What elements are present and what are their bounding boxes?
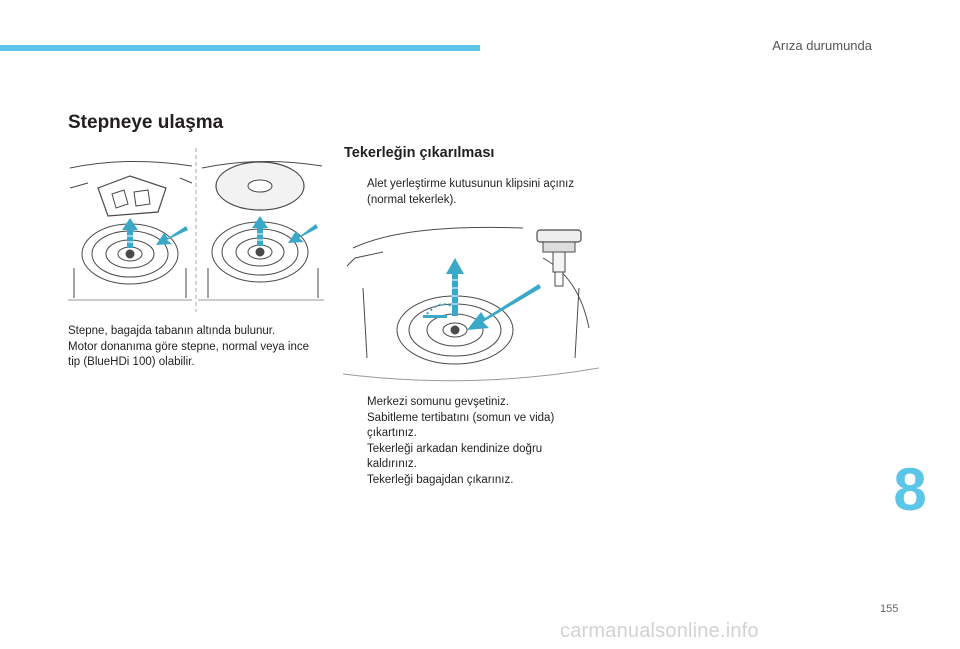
list-item: Tekerleği arkadan kendinize doğru kaldır…	[345, 442, 554, 473]
step-line: Tekerleği arkadan kendinize doğru	[367, 442, 543, 455]
list-item: Sabitleme tertibatını (somun ve vida) çı…	[345, 411, 554, 442]
step-line: (normal tekerlek).	[367, 193, 457, 206]
list-item: Tekerleği bagajdan çıkarınız.	[345, 473, 554, 489]
header-accent-bar	[0, 45, 480, 51]
list-item: Merkezi somunu gevşetiniz.	[345, 395, 554, 411]
page-title: Stepneye ulaşma	[68, 112, 224, 133]
watermark: carmanualsonline.info	[560, 620, 759, 642]
step-line: çıkartınız.	[367, 427, 417, 439]
page-number: 155	[880, 603, 899, 615]
steps-list-top: Alet yerleştirme kutusunun klipsini açın…	[345, 177, 574, 208]
section-subtitle: Tekerleğin çıkarılması	[344, 145, 495, 161]
step-line: Alet yerleştirme kutusunun klipsini açın…	[367, 178, 575, 190]
intro-line-2: Motor donanıma göre stepne, normal veya …	[68, 340, 309, 353]
step-line: Tekerleği bagajdan çıkarınız.	[367, 473, 514, 486]
wheel-removal-illustration	[343, 226, 599, 382]
step-line: kaldırınız.	[367, 458, 417, 470]
step-line: Sabitleme tertibatını (somun ve vida)	[367, 411, 555, 424]
step-line: Merkezi somunu gevşetiniz.	[367, 396, 509, 408]
trunk-spare-wheel-illustration	[68, 148, 324, 312]
intro-line-1: Stepne, bagajda tabanın altında bulunur.	[68, 325, 276, 337]
section-title: Arıza durumunda	[772, 38, 872, 53]
steps-list-bottom: Merkezi somunu gevşetiniz. Sabitleme ter…	[345, 395, 554, 488]
chapter-number: 8	[893, 456, 927, 523]
list-item: Alet yerleştirme kutusunun klipsini açın…	[345, 177, 574, 208]
intro-line-3: tip (BlueHDi 100) olabilir.	[68, 356, 195, 368]
intro-paragraph: Stepne, bagajda tabanın altında bulunur.…	[68, 324, 338, 371]
